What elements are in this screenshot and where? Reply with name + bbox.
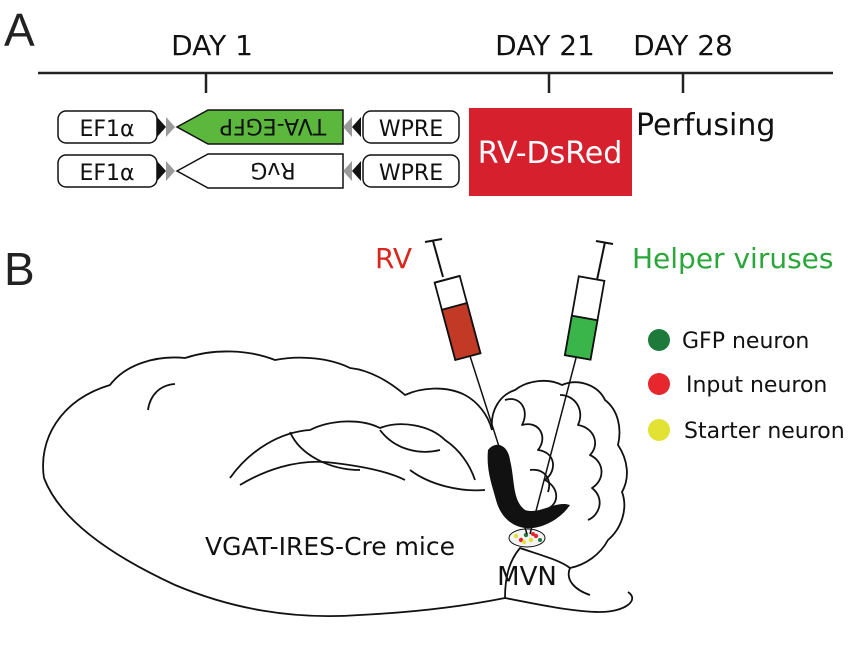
- lox-site-black: [157, 117, 166, 137]
- legend-label: Starter neuron: [684, 419, 845, 444]
- timepoint-label: DAY 1: [171, 29, 253, 62]
- mouse-brain-outline: [42, 350, 634, 618]
- terminator-box: [362, 110, 460, 144]
- legend-dot-starter: [648, 419, 670, 441]
- rv-syringe: [424, 238, 528, 535]
- helper-viruses-label: Helper viruses: [632, 242, 833, 275]
- terminator-label: WPRE: [379, 117, 443, 142]
- timepoint-label: DAY 28: [633, 29, 733, 62]
- gene-label-rvg: RvG: [250, 157, 295, 182]
- legend-dot-gfp: [648, 329, 670, 351]
- timepoint-label: DAY 21: [495, 29, 595, 62]
- terminator-box: [362, 154, 460, 188]
- terminator-label: WPRE: [379, 161, 443, 186]
- legend: GFP neuron Input neuron Starter neuron: [648, 329, 845, 444]
- legend-label: Input neuron: [686, 373, 827, 398]
- lox-site-black: [352, 117, 361, 137]
- helper-syringe: [529, 240, 614, 535]
- mvn-site: [508, 528, 546, 548]
- legend-dot-input: [648, 373, 670, 395]
- mouse-strain-label: VGAT-IRES-Cre mice: [205, 532, 455, 561]
- lox-site-gray: [343, 117, 352, 137]
- lox-site-black: [157, 161, 166, 181]
- perfusing-label: Perfusing: [636, 108, 775, 143]
- construct-rvg: EF1α RvG WPRE: [57, 153, 460, 189]
- lox-site-gray: [166, 117, 175, 137]
- construct-tva-egfp: EF1α TVA-EGFP WPRE: [57, 109, 460, 145]
- lox-site-black: [352, 161, 361, 181]
- panel-a-label: A: [4, 4, 35, 56]
- brainstem-region: [487, 444, 570, 529]
- rv-dsred-box: [469, 108, 632, 196]
- lox-site-gray: [343, 161, 352, 181]
- rv-label: RV: [375, 242, 412, 275]
- gene-label-tva-egfp: TVA-EGFP: [220, 113, 327, 138]
- legend-label: GFP neuron: [682, 329, 809, 354]
- region-label: MVN: [497, 562, 557, 592]
- lox-site-gray: [166, 161, 175, 181]
- promoter-label: EF1α: [79, 117, 134, 142]
- mvn-neuron-dots: [513, 532, 542, 544]
- promoter-label: EF1α: [79, 161, 134, 186]
- rv-dsred-label: RV-DsRed: [478, 136, 623, 171]
- panel-b-label: B: [4, 243, 35, 295]
